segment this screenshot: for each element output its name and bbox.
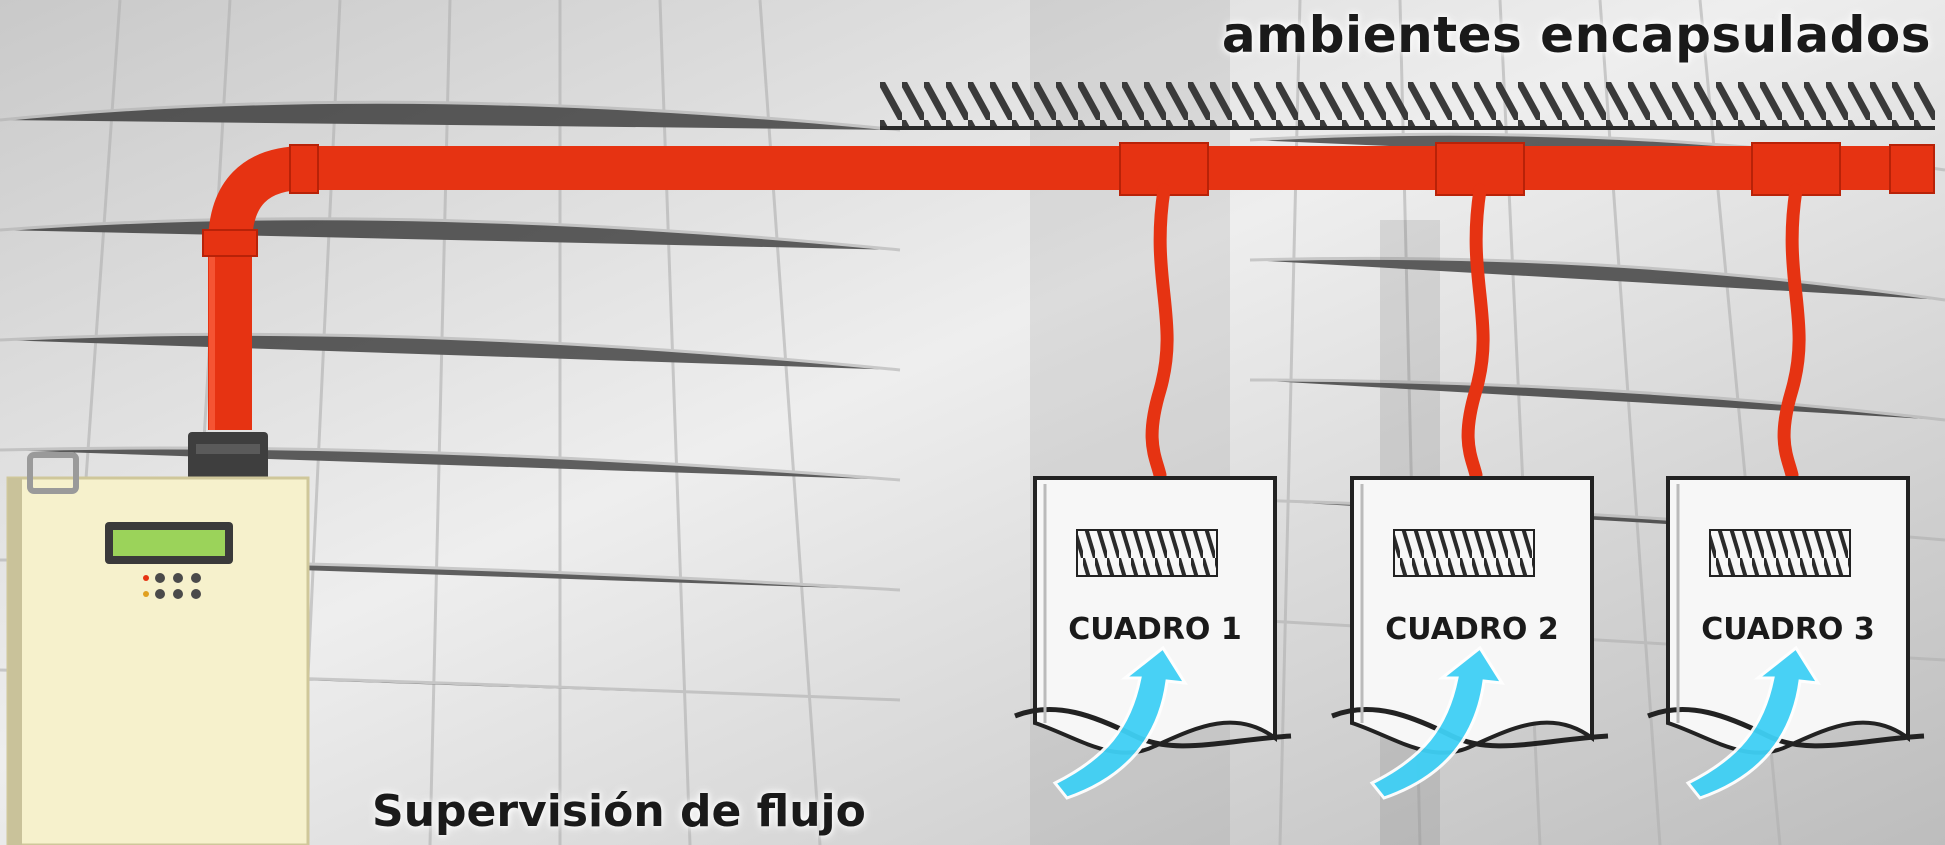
panel-label-2: CUADRO 2 [1385, 612, 1559, 647]
ceiling-hatch-icon [880, 82, 1935, 130]
airflow-arrow-icon [1685, 645, 1821, 800]
ventilation-grille-icon [1076, 529, 1218, 577]
ventilation-grille-icon [1709, 529, 1851, 577]
sampling-pipe [202, 142, 1935, 430]
airflow-arrow-icon [1052, 645, 1188, 800]
panel-cuadro-3 [1647, 476, 1925, 800]
detector-unit [6, 432, 310, 845]
airflow-arrow-icon [1369, 645, 1505, 800]
panel-cuadro-1 [1014, 476, 1292, 800]
ventilation-grille-icon [1393, 529, 1535, 577]
flow-supervision-label: Supervisión de flujo [372, 786, 866, 837]
capillary-tubes [1145, 183, 1806, 482]
panel-cuadro-2 [1331, 476, 1609, 800]
diagram-title: ambientes encapsulados [1221, 6, 1931, 64]
panel-label-3: CUADRO 3 [1701, 612, 1875, 647]
panel-label-1: CUADRO 1 [1068, 612, 1242, 647]
